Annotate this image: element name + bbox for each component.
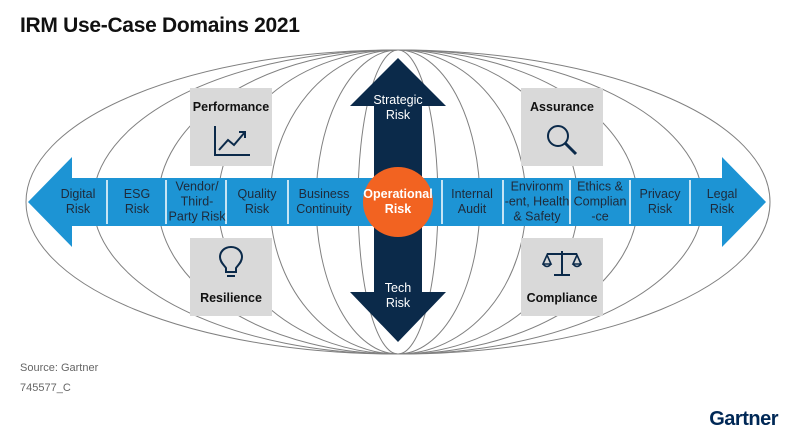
- diagram-title: IRM Use-Case Domains 2021: [20, 14, 300, 37]
- item-ethics-compliance: Ethics & Complian -ce: [573, 179, 627, 224]
- source-note: Source: Gartner: [20, 362, 99, 374]
- compliance-box: Compliance: [521, 238, 603, 316]
- tech-risk-label: Tech Risk: [384, 281, 412, 310]
- performance-box: Performance: [190, 88, 272, 166]
- resilience-box: Resilience: [190, 238, 272, 316]
- resilience-label: Resilience: [200, 291, 262, 305]
- figure-id: 745577_C: [20, 382, 71, 394]
- item-separators: [106, 180, 691, 224]
- center-operational-risk-label: Operational Risk: [363, 187, 433, 216]
- assurance-label: Assurance: [530, 100, 594, 114]
- item-environment-health-safety: Environm -ent, Health & Safety: [504, 179, 570, 224]
- magnifier-icon: [547, 125, 578, 156]
- performance-label: Performance: [192, 100, 270, 114]
- trend-chart-icon: [214, 126, 250, 156]
- item-quality-risk: Quality Risk: [237, 187, 277, 216]
- item-legal-risk: Legal Risk: [706, 187, 738, 216]
- operational-risk-circle: [363, 167, 433, 237]
- item-privacy-risk: Privacy Risk: [639, 187, 681, 216]
- item-business-continuity: Business Continuity: [296, 187, 352, 216]
- assurance-box: Assurance: [521, 88, 603, 166]
- strategic-risk-label: Strategic Risk: [373, 93, 423, 122]
- compliance-label: Compliance: [526, 291, 598, 305]
- item-digital-risk: Digital Risk: [60, 187, 96, 216]
- lightbulb-icon: [218, 245, 244, 277]
- gartner-logo: Gartner: [709, 408, 778, 430]
- item-vendor-third-party-risk: Vendor/ Third- Party Risk: [168, 179, 226, 224]
- item-internal-audit: Internal Audit: [451, 187, 493, 216]
- scales-icon: [542, 251, 582, 276]
- item-esg-risk: ESG Risk: [123, 187, 151, 216]
